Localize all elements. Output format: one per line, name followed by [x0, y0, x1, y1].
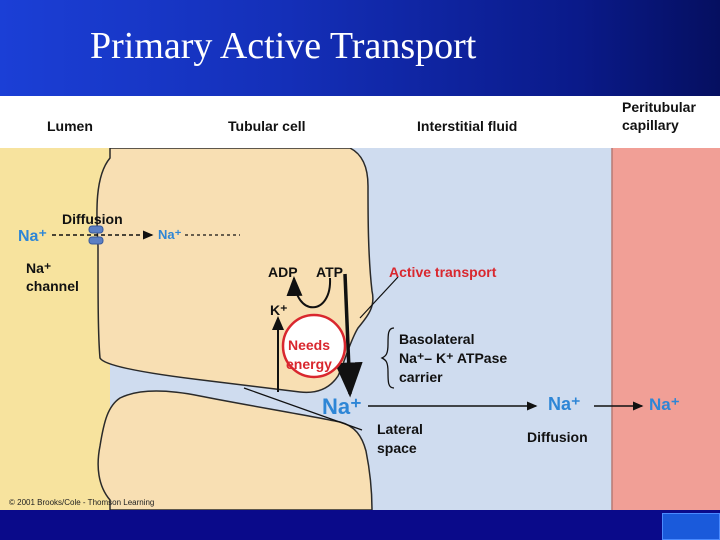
label-na-channel-line1: Na⁺ [26, 260, 51, 277]
label-needs: Needs [288, 337, 330, 354]
header-capillary-line2: capillary [622, 117, 679, 133]
label-basolateral-line2: Na⁺– K⁺ ATPase [399, 350, 507, 367]
label-active-transport: Active transport [389, 264, 496, 281]
copyright-text: © 2001 Brooks/Cole - Thomson Learning [9, 498, 154, 507]
label-lateral: Lateral [377, 421, 423, 438]
ion-na-lumen: Na⁺ [18, 226, 47, 246]
label-space: space [377, 440, 417, 457]
label-basolateral-line1: Basolateral [399, 331, 474, 348]
header-lumen: Lumen [47, 118, 93, 134]
ion-na-cell: Na⁺ [158, 227, 181, 243]
header-strip [0, 96, 720, 148]
diagram-graphics [0, 96, 720, 510]
header-tubular-cell: Tubular cell [228, 118, 306, 134]
na-channel-lower [89, 237, 103, 244]
header-interstitial-fluid: Interstitial fluid [417, 118, 517, 134]
label-basolateral-line3: carrier [399, 369, 443, 386]
transport-diagram: Lumen Tubular cell Interstitial fluid Pe… [0, 96, 720, 510]
ion-na-lateral: Na⁺ [322, 394, 362, 420]
slide-corner-box [662, 513, 720, 540]
lumen-region [0, 148, 110, 510]
label-k-plus: K⁺ [270, 302, 288, 319]
slide-title: Primary Active Transport [90, 24, 476, 68]
label-adp: ADP [268, 264, 298, 281]
label-atp: ATP [316, 264, 343, 281]
ion-na-interstitial: Na⁺ [548, 394, 581, 415]
capillary-region [612, 148, 720, 510]
slide-footer-bar [0, 510, 720, 540]
header-capillary-line1: Peritubular [622, 99, 696, 115]
label-energy: energy [286, 356, 332, 373]
label-diffusion-top: Diffusion [62, 211, 123, 228]
ion-na-capillary: Na⁺ [649, 395, 680, 415]
label-diffusion-bottom: Diffusion [527, 429, 588, 446]
label-na-channel-line2: channel [26, 278, 79, 295]
